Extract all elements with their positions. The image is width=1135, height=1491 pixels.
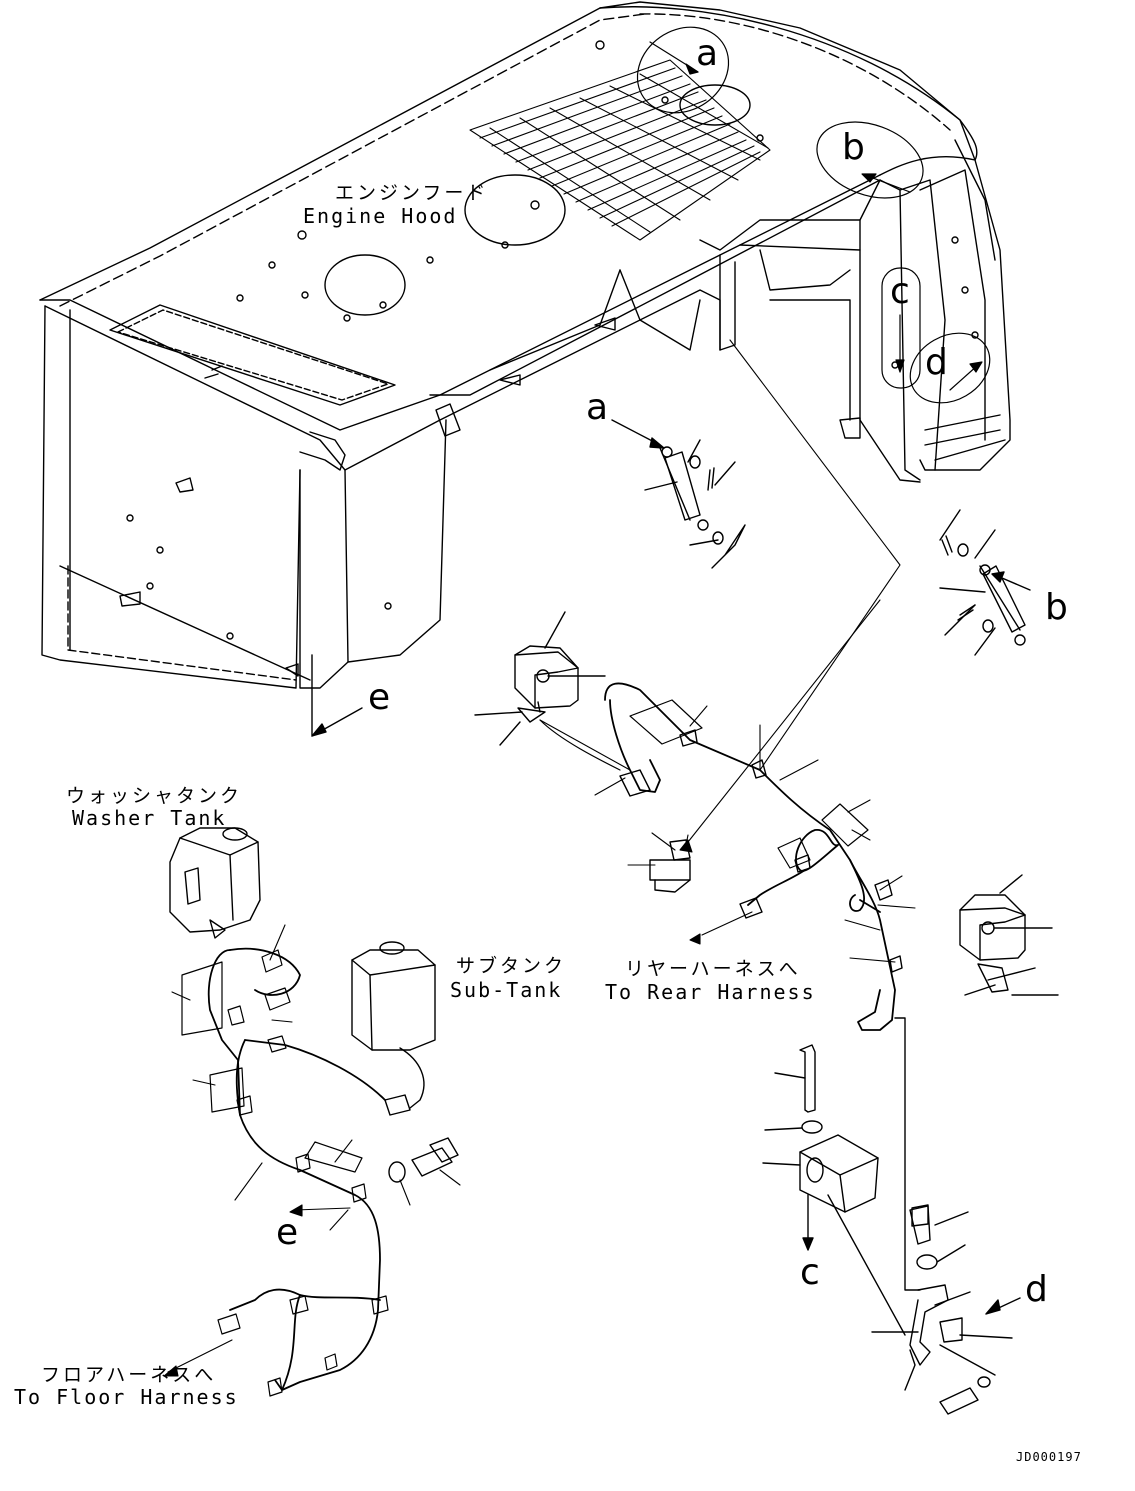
drawing-code: JD000197 [1016, 1450, 1082, 1464]
engine-hood-drawing [40, 2, 1010, 736]
washer-tank-label-jp: ウォッシャタンク [66, 785, 243, 807]
ref-b-detail: b [1045, 587, 1069, 628]
ref-e-top: e [368, 677, 392, 718]
washer-tank-label-en: Washer Tank [72, 806, 227, 830]
sub-tank-label-jp: サブタンク [456, 955, 567, 977]
floor-harness-label-en: To Floor Harness [14, 1385, 239, 1409]
floor-harness-label-jp: フロアハーネスへ [41, 1364, 217, 1386]
ref-c-detail: c [800, 1252, 821, 1293]
ref-a-detail: a [586, 387, 610, 428]
ref-d-detail: d [1025, 1269, 1049, 1310]
work-light-right [960, 875, 1058, 995]
detail-a-stay [612, 420, 745, 568]
sub-tank-label-en: Sub-Tank [450, 978, 563, 1002]
ref-b-top: b [842, 127, 866, 168]
washer-harness-parts [182, 950, 388, 1396]
grill-mesh [470, 60, 770, 240]
ref-c-top: c [890, 271, 911, 312]
bolt-right-detail [912, 1205, 928, 1226]
engine-hood-label-jp: エンジンフード [335, 182, 489, 204]
work-light-left [475, 612, 605, 745]
bolt-mid [650, 840, 690, 892]
leader-lines [540, 340, 915, 962]
ref-d-top: d [925, 342, 949, 383]
reference-callouts [621, 10, 1003, 417]
bolt-washer-left [389, 1138, 458, 1182]
washer-leaders [164, 925, 460, 1376]
rear-harness-label-en: To Rear Harness [605, 980, 816, 1004]
engine-hood-label-en: Engine Hood [303, 204, 458, 228]
harness-tags [630, 700, 868, 868]
main-harness [540, 683, 895, 1030]
washer-harness [209, 949, 385, 1390]
ref-e-harness: e [276, 1212, 300, 1253]
washer-tank-drawing [170, 828, 260, 938]
sub-tank-drawing [352, 942, 435, 1115]
detail-b-stay [940, 510, 1030, 655]
rear-harness-label-jp: リヤーハーネスへ [625, 958, 801, 980]
ref-a-top: a [696, 33, 720, 74]
horn-bracket-assembly [763, 1018, 1020, 1414]
harness-connectors [620, 730, 902, 972]
